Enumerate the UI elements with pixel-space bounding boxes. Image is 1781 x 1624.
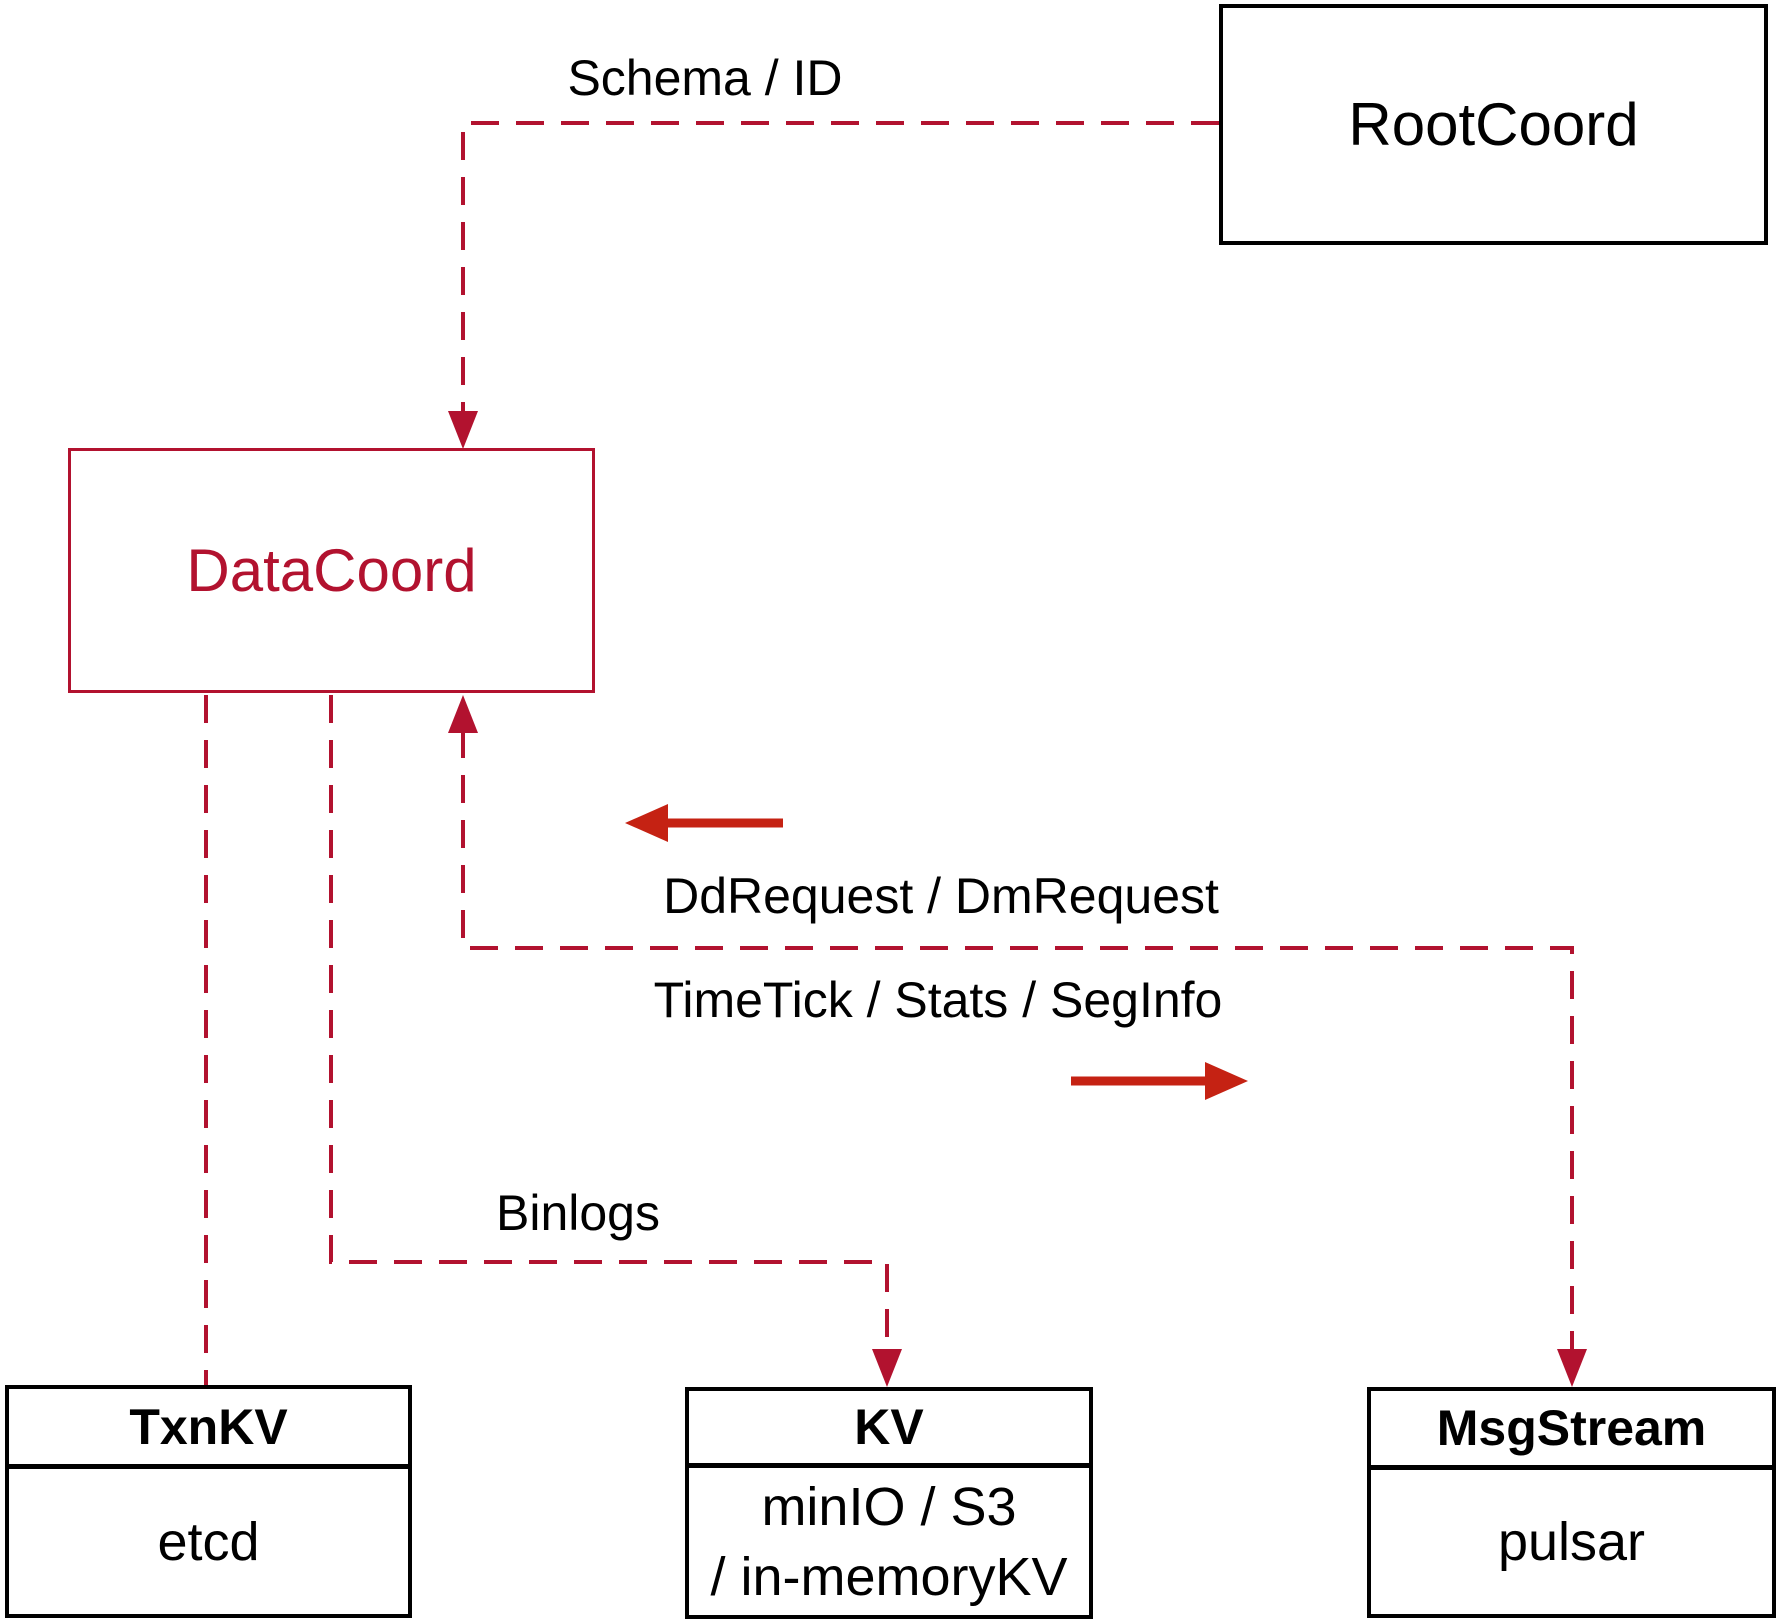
edge-datacoord-to-kv-binlogs [329, 695, 902, 1387]
kv-body: minIO / S3 / in-memoryKV [689, 1468, 1089, 1615]
kv-title: KV [689, 1391, 1089, 1468]
node-kv: KV minIO / S3 / in-memoryKV [685, 1387, 1093, 1619]
node-msgstream: MsgStream pulsar [1367, 1387, 1776, 1618]
node-txnkv: TxnKV etcd [5, 1385, 412, 1618]
edge-datacoord-msgstream [448, 695, 1587, 1387]
timetick-label: TimeTick / Stats / SegInfo [653, 972, 1223, 1028]
schema-id-label: Schema / ID [567, 50, 843, 106]
left-direction-arrow [625, 804, 783, 842]
node-datacoord: DataCoord [68, 448, 595, 693]
dd-request-label: DdRequest / DmRequest [663, 868, 1219, 924]
node-rootcoord: RootCoord [1219, 4, 1768, 245]
edge-rootcoord-to-datacoord [448, 121, 1219, 449]
arrowhead-down-msgstream-top [1557, 1349, 1587, 1387]
arrowhead-down-kv-top [872, 1349, 902, 1387]
kv-body-line1: minIO / S3 [761, 1476, 1017, 1537]
txnkv-title: TxnKV [9, 1389, 408, 1469]
arrowhead-left-icon [625, 804, 668, 842]
msgstream-title: MsgStream [1371, 1391, 1772, 1470]
binlogs-label: Binlogs [496, 1185, 660, 1241]
txnkv-body: etcd [157, 1511, 260, 1572]
arrowhead-up-datacoord-bottom [448, 695, 478, 733]
kv-body-line2: / in-memoryKV [710, 1546, 1068, 1607]
rootcoord-label: RootCoord [1348, 91, 1639, 158]
arrowhead-right-icon [1205, 1062, 1248, 1100]
datacoord-label: DataCoord [186, 537, 477, 604]
msgstream-body: pulsar [1497, 1512, 1646, 1572]
arrowhead-down-datacoord-top [448, 411, 478, 449]
right-direction-arrow [1071, 1062, 1248, 1100]
